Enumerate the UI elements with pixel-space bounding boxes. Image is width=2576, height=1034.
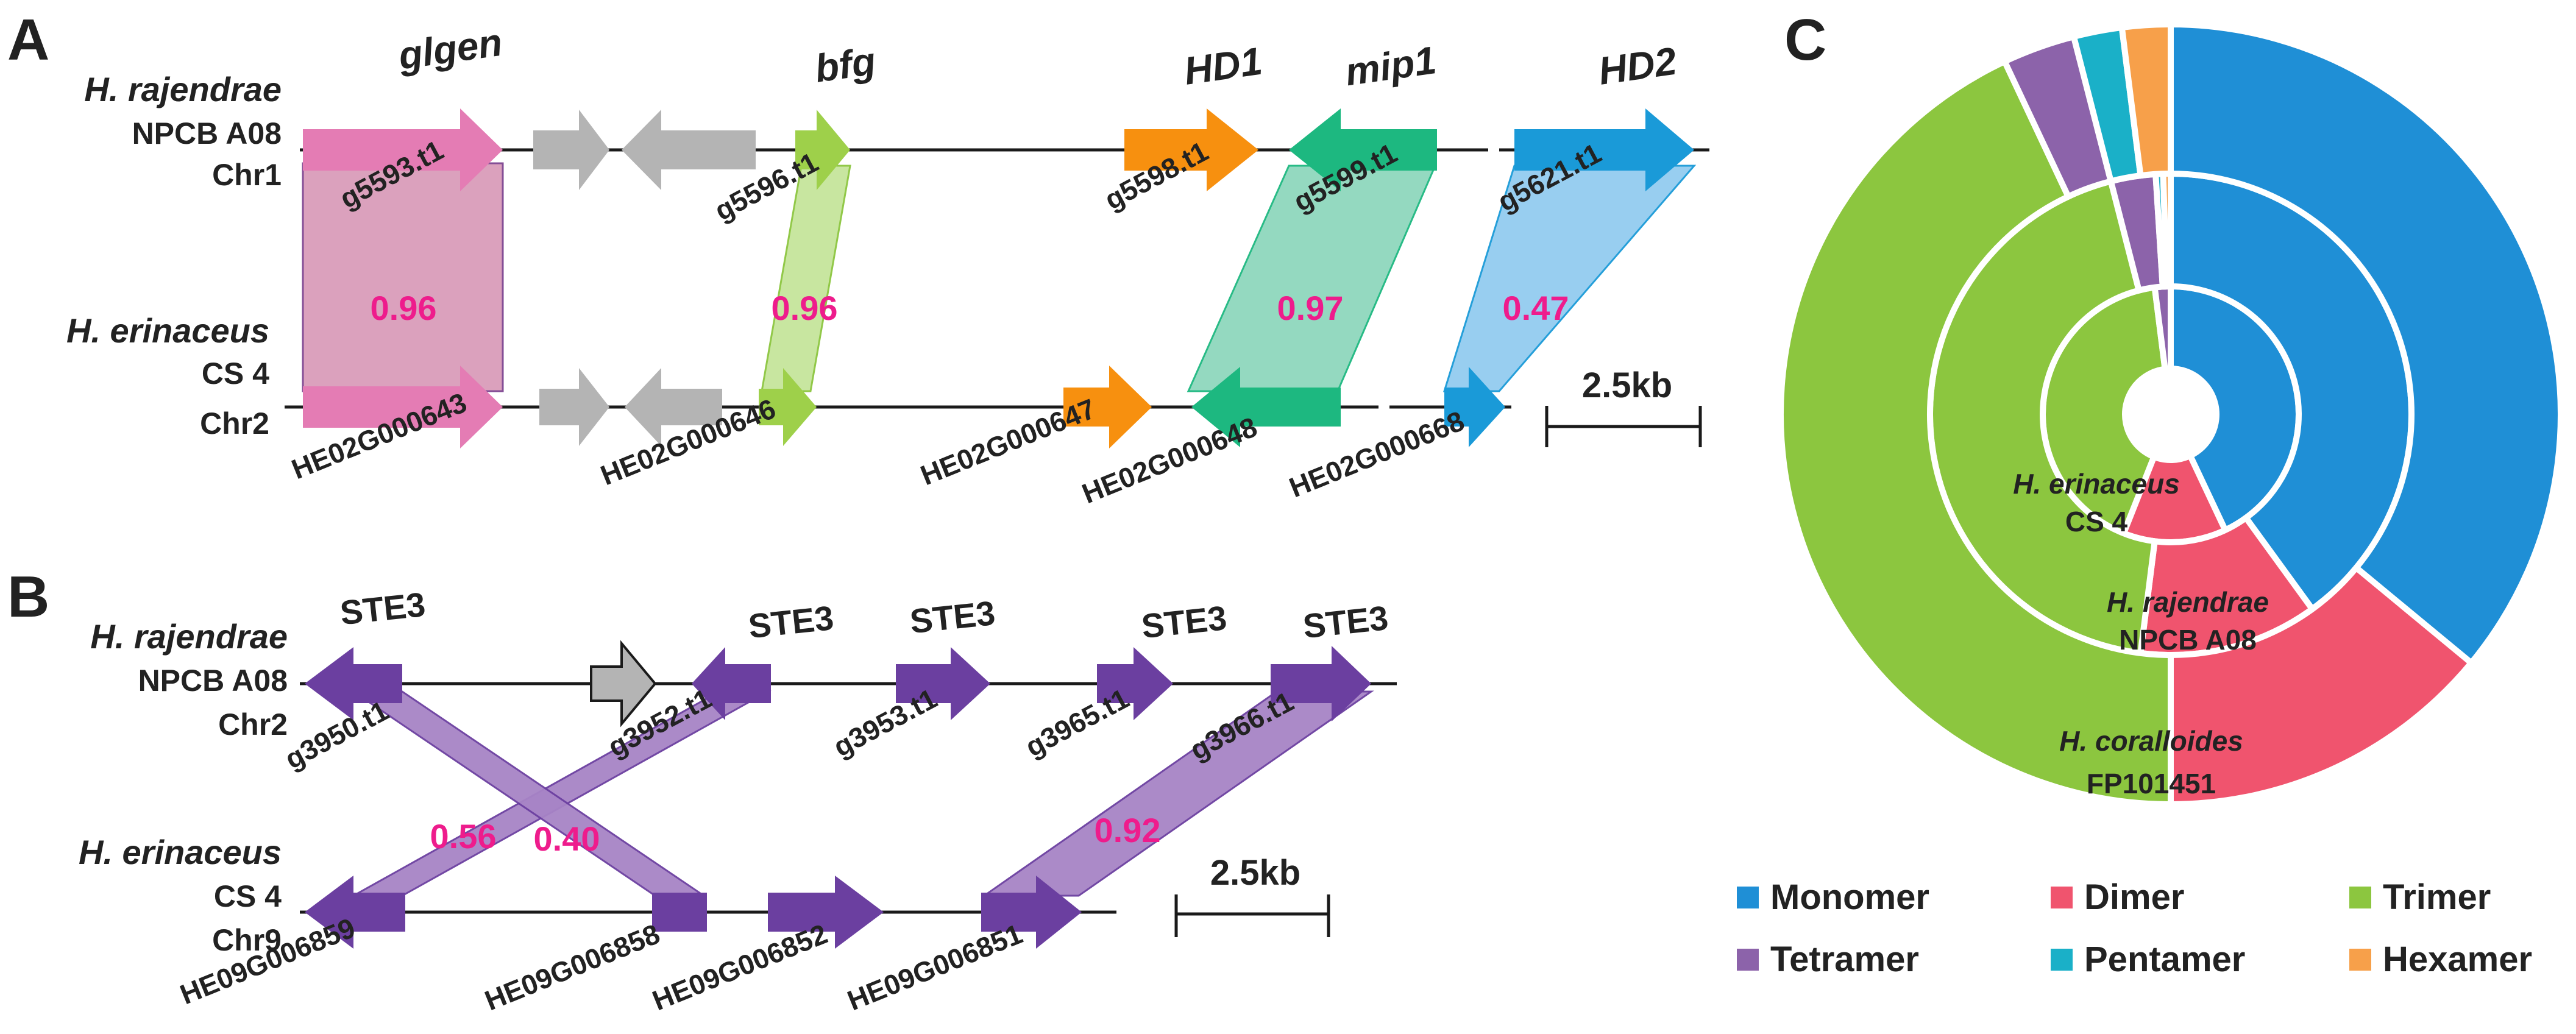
legend-swatch-tetramer: [1737, 949, 1759, 971]
a-gene-g5621-arrow: [1514, 108, 1694, 191]
b-gene-name-3: STE3: [908, 593, 997, 640]
a-top-strain: NPCB A08: [132, 116, 282, 150]
a-gene-grey-3-arrow: [539, 368, 609, 446]
legend-label-trimer: Trimer: [2383, 877, 2491, 917]
b-scale-bar: 2.5kb: [1174, 853, 1330, 937]
a-gene-he02g000643-arrow: [303, 366, 503, 448]
legend-label-tetramer: Tetramer: [1770, 940, 1919, 979]
b-bottom-id-2: HE09G006858: [480, 918, 664, 1016]
b-top-id-3: g3953.t1: [828, 682, 942, 763]
a-identity-bfg: 0.96: [772, 289, 838, 327]
b-gene-name-1: STE3: [338, 585, 427, 632]
a-gene-name-hd2: HD2: [1596, 39, 1680, 93]
nested-donut-chart: [1778, 21, 2564, 808]
a-gene-name-hd1: HD1: [1182, 39, 1265, 93]
a-scale-bar: 2.5kb: [1545, 366, 1702, 447]
b-bottom-id-4: HE09G006851: [843, 918, 1027, 1016]
a-gene-grey-4-arrow: [625, 368, 722, 446]
a-gene-g5598-arrow: [1124, 108, 1258, 191]
b-top-id-4: g3965.t1: [1020, 682, 1134, 763]
ring-outer-species: H. coralloides: [2059, 725, 2243, 757]
legend-swatch-monomer: [1737, 887, 1759, 908]
a-ribbon-glgen: [302, 162, 504, 392]
b-scale-label: 2.5kb: [1210, 853, 1300, 893]
legend-swatch-hexamer: [2349, 949, 2371, 971]
a-gene-he02g000648-arrow: [1191, 367, 1341, 447]
ring-inner-species: H. erinaceus: [2013, 468, 2180, 500]
panel-c: C H. erinaceus CS 4 H. rajendrae NPCB A0…: [1737, 7, 2564, 979]
a-gene-grey-2-arrow: [622, 110, 756, 190]
panel-c-letter: C: [1784, 7, 1826, 73]
donut-slice-ring1-hexamer: [2160, 170, 2174, 290]
ring-middle-species: H. rajendrae: [2107, 586, 2269, 618]
b-top-species: H. rajendrae: [90, 617, 288, 656]
a-ribbon-hd2: [1442, 165, 1697, 392]
donut-slice-ring2-dimer: [2168, 563, 2476, 808]
b-gene-name-2: STE3: [747, 598, 836, 645]
b-gene-name-5: STE3: [1301, 598, 1390, 645]
b-identity-c: 0.92: [1095, 811, 1161, 849]
b-bottom-id-3: HE09G006852: [648, 918, 832, 1016]
ring-middle-strain: NPCB A08: [2119, 624, 2257, 656]
b-bottom-chrom: Chr9: [212, 923, 282, 957]
a-top-chrom: Chr1: [212, 158, 282, 192]
a-gene-he02g000647-arrow: [1063, 366, 1152, 448]
a-scale-label: 2.5kb: [1582, 366, 1672, 405]
b-top-strain: NPCB A08: [138, 664, 288, 698]
a-bottom-chrom: Chr2: [200, 406, 269, 441]
b-top-chrom: Chr2: [218, 707, 288, 742]
a-bottom-strain: CS 4: [202, 356, 269, 391]
donut-slice-ring2-hexamer: [2118, 21, 2174, 179]
a-gene-grey-1-arrow: [533, 110, 609, 190]
b-gene-g3953-arrow: [896, 647, 990, 720]
ring-outer-strain: FP101451: [2087, 768, 2216, 799]
a-identity-hd2: 0.47: [1503, 289, 1569, 327]
panel-b-letter: B: [7, 564, 49, 629]
b-gene-g3952-arrow: [692, 647, 771, 720]
donut-slice-ring2-trimer: [1778, 57, 2174, 808]
b-gene-g3966-arrow: [1271, 646, 1371, 721]
b-gene-he09g006859-arrow: [305, 876, 405, 949]
b-identity-a: 0.56: [430, 817, 497, 855]
b-gene-he09g006858-box: [652, 893, 707, 932]
a-gene-he02g000646-arrow: [759, 368, 817, 446]
b-ribbon-g3966: [981, 690, 1374, 897]
legend-label-pentamer: Pentamer: [2084, 940, 2245, 979]
legend-label-hexamer: Hexamer: [2383, 940, 2532, 979]
panel-a: A H. rajendrae NPCB A08 Chr1 H. erinaceu…: [7, 7, 1709, 509]
b-identity-b: 0.40: [534, 820, 600, 858]
legend-swatch-pentamer: [2051, 949, 2073, 971]
b-gene-grey-arrow: [590, 640, 657, 728]
legend: Monomer Dimer Trimer Tetramer Pentamer H…: [1737, 877, 2532, 979]
ring-inner-strain: CS 4: [2065, 506, 2128, 537]
b-gene-g3950-arrow: [305, 647, 402, 720]
legend-label-dimer: Dimer: [2084, 877, 2184, 917]
a-gene-g5593-arrow: [303, 108, 503, 191]
b-gene-name-4: STE3: [1140, 598, 1229, 645]
a-gene-g5596-arrow: [795, 110, 850, 190]
b-gene-he09g006852-arrow: [768, 876, 884, 949]
donut-slice-ring2-monomer: [2168, 21, 2564, 667]
b-bottom-species: H. erinaceus: [79, 833, 282, 871]
a-top-species: H. rajendrae: [84, 70, 282, 108]
a-gene-name-bfg: bfg: [812, 39, 879, 91]
legend-label-monomer: Monomer: [1770, 877, 1929, 917]
legend-swatch-trimer: [2349, 887, 2371, 908]
a-gene-he02g000668-arrow: [1444, 367, 1505, 447]
a-gene-name-mip1: mip1: [1343, 38, 1439, 94]
panel-b: B H. rajendrae NPCB A08 Chr2 H. erinaceu…: [7, 564, 1397, 1016]
a-gene-name-glgen: glgen: [395, 20, 505, 78]
a-identity-mip1: 0.97: [1277, 289, 1344, 327]
panel-a-letter: A: [7, 7, 49, 73]
b-gene-he09g006851-arrow: [981, 876, 1082, 949]
b-gene-g3965-arrow: [1097, 647, 1173, 720]
legend-swatch-dimer: [2051, 887, 2073, 908]
b-bottom-strain: CS 4: [214, 879, 282, 913]
a-identity-glgen: 0.96: [371, 289, 437, 327]
a-gene-g5599-arrow: [1289, 108, 1437, 191]
a-bottom-species: H. erinaceus: [66, 311, 269, 350]
